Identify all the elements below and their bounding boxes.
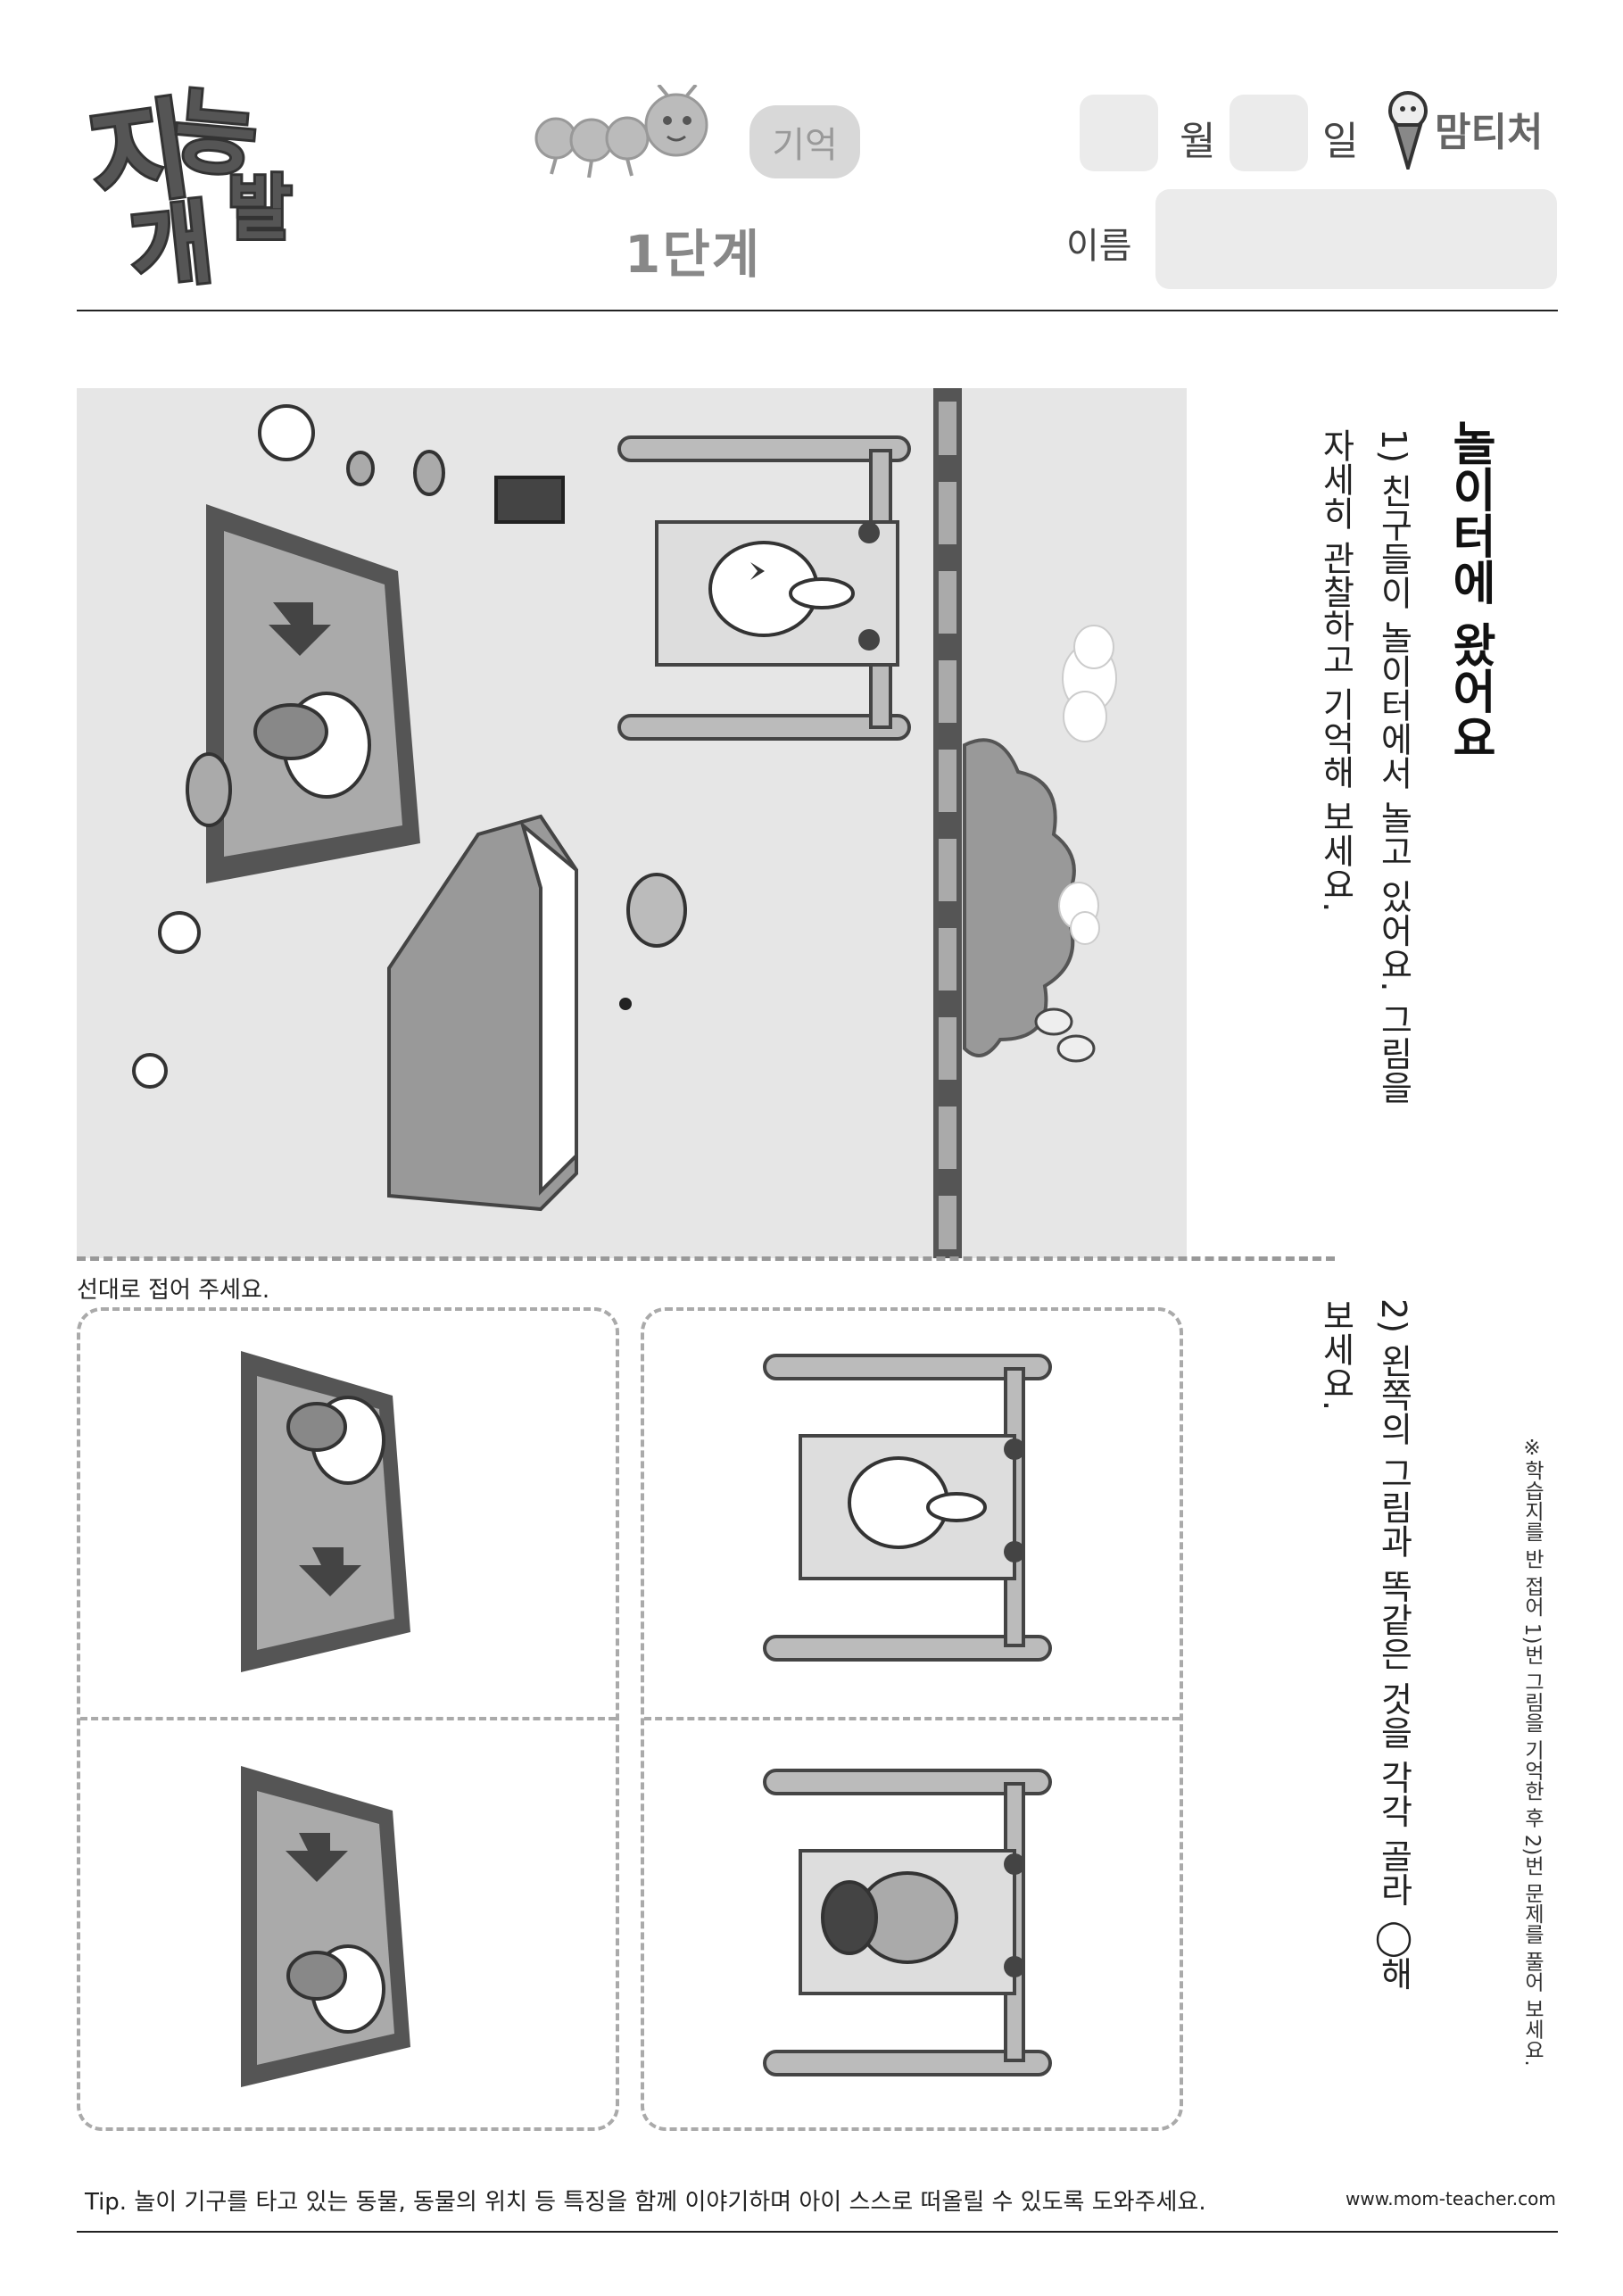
- category-tag: 기억: [749, 105, 860, 178]
- logo: 지 능 개 발: [85, 85, 294, 286]
- fold-note: ※학습지를 반 접어 1)번 그림을 기억한 후 2)번 문제를 풀어 보세요.: [1520, 1437, 1544, 2067]
- choice-sandbox-1[interactable]: [232, 1342, 518, 1681]
- playground-scene: [77, 388, 1187, 1258]
- day-field[interactable]: [1230, 95, 1308, 171]
- level-label: 1단계: [625, 224, 762, 285]
- brand-text: 맘티처: [1435, 110, 1544, 155]
- website-link[interactable]: www.mom-teacher.com: [1346, 2188, 1556, 2209]
- playground-illustration: [132, 388, 1117, 1258]
- choice-sandbox-2[interactable]: [232, 1757, 518, 2096]
- svg-text:능: 능: [170, 85, 261, 189]
- footer-rule: [77, 2231, 1558, 2233]
- month-field[interactable]: [1080, 95, 1158, 171]
- svg-text:발: 발: [228, 169, 292, 249]
- tip-text: Tip. 놀이 기구를 타고 있는 동물, 동물의 위치 등 특징을 함께 이야…: [85, 2189, 1206, 2216]
- name-field[interactable]: [1155, 189, 1557, 289]
- svg-text:지: 지: [85, 87, 198, 223]
- choice-card-right: [641, 1307, 1183, 2131]
- step1-line1: 1) 친구들이 놀이터에서 놀고 있어요. 그림을: [1374, 428, 1413, 1105]
- header-rule: [77, 310, 1558, 311]
- step2-line2: 보세요.: [1316, 1298, 1355, 1412]
- caterpillar-icon: [534, 85, 708, 178]
- pencil-mascot-icon: [1388, 91, 1428, 170]
- choice-swing-rabbit[interactable]: [760, 1347, 1064, 1686]
- day-label: 일: [1322, 119, 1359, 164]
- name-label: 이름: [1066, 226, 1132, 267]
- step2-line1: 2) 왼쪽의 그림과 똑같은 것을 각각 골라 ◯해: [1374, 1298, 1413, 1991]
- choice-swing-pig[interactable]: [760, 1761, 1064, 2101]
- svg-text:개: 개: [125, 190, 218, 286]
- worksheet-title: 놀이터에 왔어요: [1443, 419, 1496, 761]
- brand-logo: 맘티처: [1383, 89, 1561, 170]
- step1-line2: 자세히 관찰하고 기억해 보세요.: [1316, 428, 1355, 913]
- choice-card-left: [77, 1307, 619, 2131]
- fold-label: 선대로 접어 주세요.: [77, 1277, 270, 1304]
- month-label: 월: [1180, 119, 1216, 164]
- fold-line: [77, 1256, 1335, 1261]
